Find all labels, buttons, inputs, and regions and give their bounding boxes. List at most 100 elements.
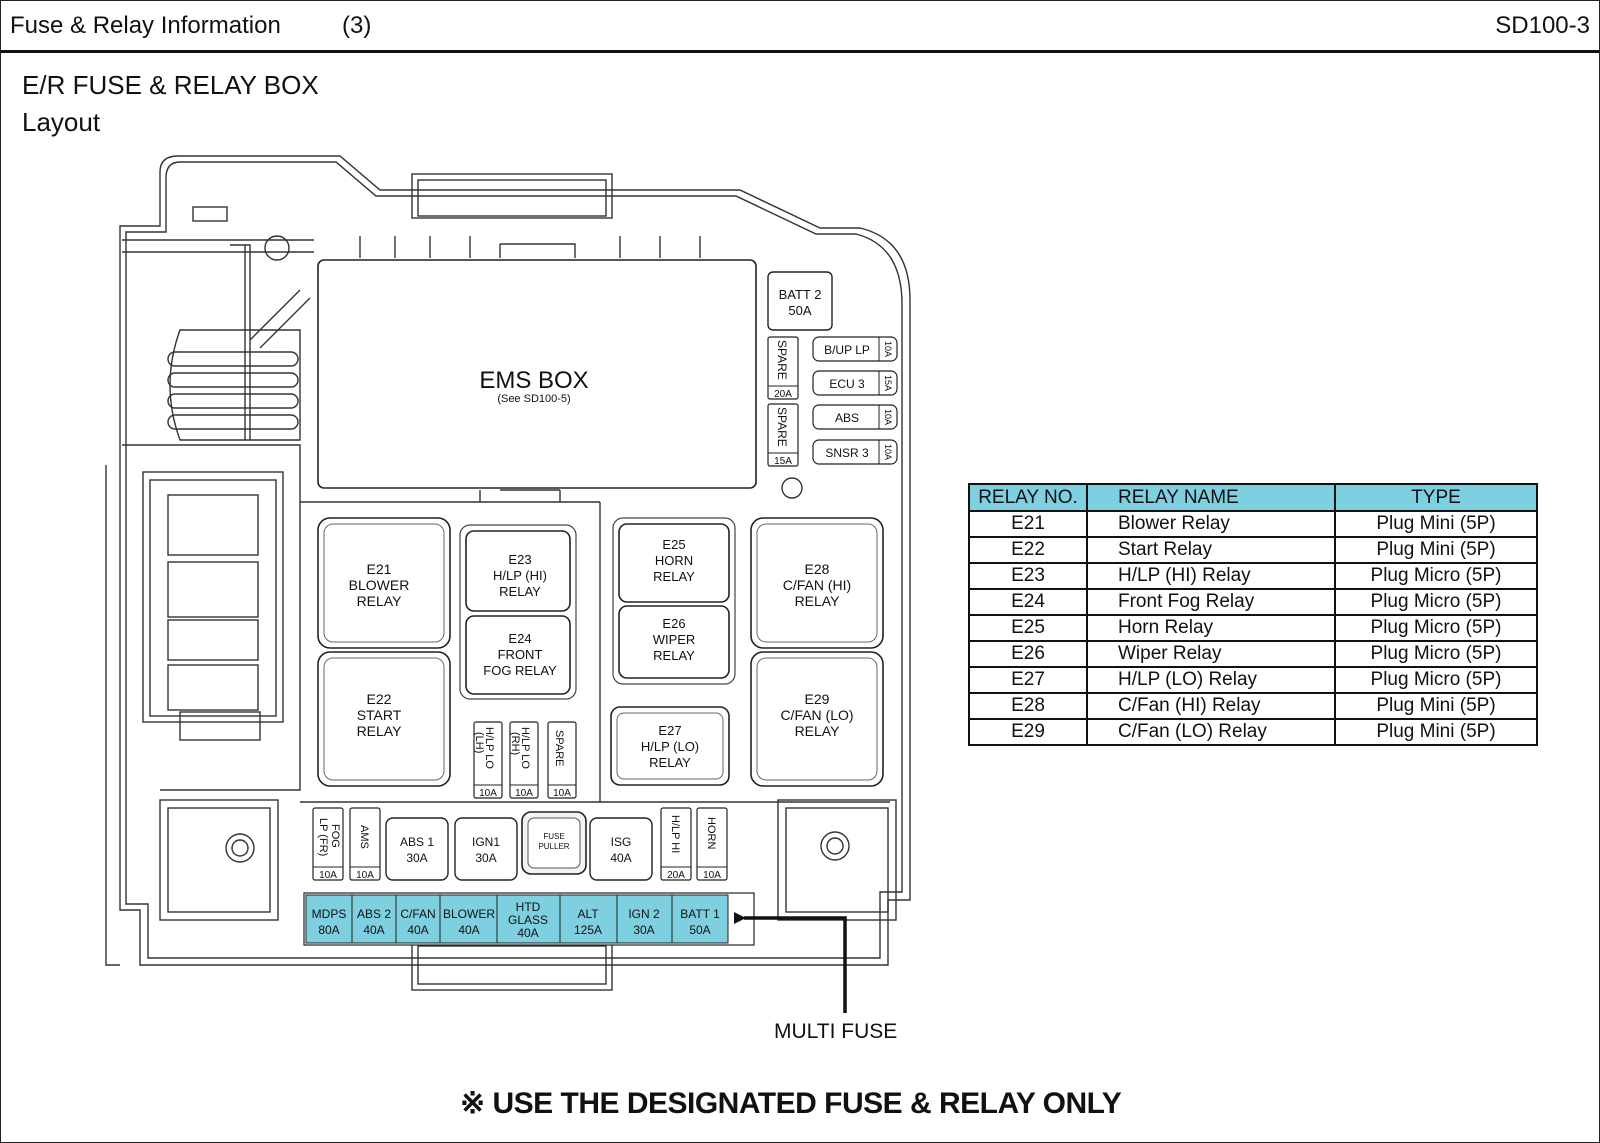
mini-fuse-snsr3: SNSR 3 10A [812,439,898,465]
cartridge-fuse-ign1: IGN1 30A [454,817,518,881]
relay-e23-line2: RELAY [499,584,541,599]
relay-type-cell: Plug Micro (5P) [1334,640,1538,668]
relay-type-cell: Plug Mini (5P) [1334,510,1538,538]
mid-fuse-hlp-lo-lh: H/LP LO (LH) 10A [473,721,503,799]
section-subtitle: Layout [22,107,101,137]
mid-fuse-hlp-lo-lh-rating: 10A [479,788,497,799]
multi-fuse: MDPS 80A ABS 2 40A C/FAN 40A BLOWER 40A … [303,892,755,946]
multi-fuse-blower-name: BLOWER [443,907,495,921]
bottom-fuse-hlp-hi: H/LP HI 20A [660,807,692,881]
multi-fuse-batt1-name: BATT 1 [680,907,720,921]
table-row: E25 Horn Relay Plug Micro (5P) [968,614,1538,642]
page-header: Fuse & Relay Information (3) SD100-3 [0,0,1600,53]
relay-e23-id: E23 [508,552,531,567]
mini-fuse-ecu3-name: ECU 3 [829,377,865,391]
relay-e26-id: E26 [662,616,685,631]
relay-e29: E29 C/FAN (LO) RELAY [750,651,884,787]
relay-type-cell: Plug Micro (5P) [1334,666,1538,694]
bottom-fuse-ams-line1: AMS [358,825,370,849]
header-relay-name: RELAY NAME [1086,483,1336,512]
mid-fuse-hlp-lo-rh-rating: 10A [515,788,533,799]
relay-e23: E23 H/LP (HI) RELAY [465,530,571,612]
relay-no-cell: E21 [968,510,1088,538]
relay-e28-id: E28 [805,561,830,577]
bottom-fuse-fog-lp-rating: 10A [319,870,337,881]
relay-table: RELAY NO. RELAY NAME TYPE E21 Blower Rel… [968,483,1538,746]
ems-box [317,259,757,489]
relay-e26: E26 WIPER RELAY [618,605,730,679]
cartridge-fuse-abs1-name: ABS 1 [400,835,434,849]
multi-fuse-abs2-name: ABS 2 [357,907,391,921]
page-number: (3) [342,12,372,39]
mini-fuse-bup-lp-name: B/UP LP [824,343,870,357]
multi-fuse-mdps-rating: 80A [318,923,339,937]
multi-fuse-cfan-rating: 40A [407,923,428,937]
cartridge-fuse-ign1-name: IGN1 [472,835,500,849]
cartridge-fuse-isg: ISG 40A [589,817,653,881]
ems-box-label: EMS BOX [479,367,588,394]
multi-fuse-htd-line1: HTD [516,900,541,914]
multi-fuse-ign2-rating: 30A [633,923,654,937]
multi-fuse-alt-name: ALT [577,907,599,921]
table-row: E29 C/Fan (LO) Relay Plug Mini (5P) [968,718,1538,746]
relay-type-cell: Plug Mini (5P) [1334,536,1538,564]
relay-e26-line1: WIPER [653,632,696,647]
fuse-puller-line2: PULLER [538,842,569,851]
mini-fuse-snsr3-rating: 10A [883,444,893,460]
table-row: E21 Blower Relay Plug Mini (5P) [968,510,1538,538]
relay-name-cell: Horn Relay [1086,614,1336,642]
relay-no-cell: E28 [968,692,1088,720]
table-row: E26 Wiper Relay Plug Micro (5P) [968,640,1538,668]
relay-e27-line2: RELAY [649,755,691,770]
relay-no-cell: E23 [968,562,1088,590]
relay-e22-id: E22 [367,691,392,707]
relay-type-cell: Plug Micro (5P) [1334,562,1538,590]
bottom-fuse-horn: HORN 10A [696,807,728,881]
batt2-fuse [767,271,833,331]
relay-no-cell: E25 [968,614,1088,642]
cartridge-fuse-isg-name: ISG [611,835,632,849]
header-type: TYPE [1334,483,1538,512]
ems-box-note: (See SD100-5) [497,393,570,405]
relay-e25: E25 HORN RELAY [618,523,730,603]
document-code: SD100-3 [1495,12,1590,39]
relay-e23-line1: H/LP (HI) [493,568,547,583]
relay-e22-line2: RELAY [357,723,403,739]
mid-fuse-hlp-lo-lh-line2: (LH) [473,732,485,753]
mid-fuse-spare: SPARE 10A [547,721,577,799]
relay-e27: E27 H/LP (LO) RELAY [610,706,730,786]
relay-no-cell: E22 [968,536,1088,564]
table-row: E27 H/LP (LO) Relay Plug Micro (5P) [968,666,1538,694]
relay-type-cell: Plug Micro (5P) [1334,614,1538,642]
relay-no-cell: E27 [968,666,1088,694]
mini-fuse-abs-name: ABS [835,411,859,425]
footer-warning: ※ USE THE DESIGNATED FUSE & RELAY ONLY [460,1087,1122,1120]
mid-fuse-hlp-lo-rh: H/LP LO (RH) 10A [509,721,539,799]
spare-fuse-1-rating: 20A [774,389,792,400]
batt2-name: BATT 2 [779,287,822,302]
relay-name-cell: C/Fan (LO) Relay [1086,718,1336,746]
relay-type-cell: Plug Micro (5P) [1334,588,1538,616]
spare-fuse-2: SPARE 15A [767,403,799,467]
page-title: Fuse & Relay Information [10,12,281,39]
relay-e28-line1: C/FAN (HI) [783,577,851,593]
relay-table-header: RELAY NO. RELAY NAME TYPE [968,483,1538,512]
relay-e29-line1: C/FAN (LO) [780,707,853,723]
multi-fuse-abs2-rating: 40A [363,923,384,937]
mini-fuse-bup-lp-rating: 10A [883,341,893,357]
relay-e21: E21 BLOWER RELAY [317,517,451,649]
bottom-fuse-horn-rating: 10A [703,870,721,881]
batt2-rating: 50A [788,303,811,318]
mid-fuse-hlp-lo-rh-line2: (RH) [509,732,521,755]
multi-fuse-batt1-rating: 50A [689,923,710,937]
relay-e24: E24 FRONT FOG RELAY [465,615,571,695]
spare-fuse-1: SPARE 20A [767,336,799,400]
bottom-fuse-hlp-hi-line1: H/LP HI [669,815,681,853]
multi-fuse-ign2-name: IGN 2 [628,907,660,921]
relay-type-cell: Plug Mini (5P) [1334,692,1538,720]
multi-fuse-htd-rating: 40A [517,926,538,940]
relay-e24-id: E24 [508,631,531,646]
relay-e29-line2: RELAY [795,723,841,739]
relay-e25-e26-frame [612,517,736,685]
